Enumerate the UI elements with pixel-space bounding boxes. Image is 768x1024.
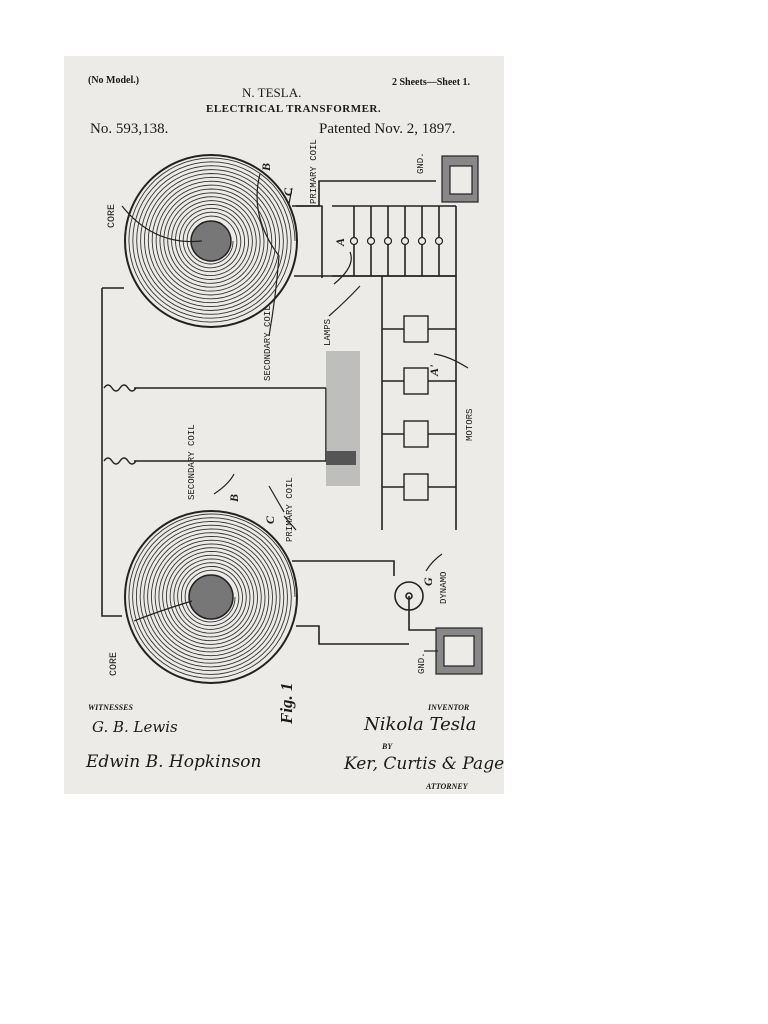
top-primary-return xyxy=(296,205,323,278)
by-caption: BY xyxy=(382,742,393,751)
label-b-top: B xyxy=(259,162,273,171)
leader-lines xyxy=(121,173,469,652)
label-c-bottom: C xyxy=(263,515,277,524)
patent-date: Patented Nov. 2, 1897. xyxy=(319,121,456,137)
ground-top xyxy=(441,155,479,203)
label-a-motors: A' xyxy=(427,364,441,376)
dynamo xyxy=(394,581,424,611)
label-b-bottom: B xyxy=(227,493,241,502)
label-core-bottom: CORE xyxy=(109,651,120,676)
dynamo-shaft xyxy=(405,592,413,600)
transformer-diagram xyxy=(101,154,483,684)
attorney-signature: Ker, Curtis & Page. xyxy=(344,754,504,774)
bottom-primary-lead-lower xyxy=(296,625,409,645)
lamps xyxy=(349,236,444,246)
patent-title: ELECTRICAL TRANSFORMER. xyxy=(206,103,382,115)
terminal-ground xyxy=(326,351,360,486)
ground-bottom xyxy=(435,627,483,675)
witnesses-caption: WITNESSES xyxy=(88,703,133,712)
witness2-signature: Edwin B. Hopkinson xyxy=(86,752,262,772)
label-core-top: CORE xyxy=(107,203,118,228)
insulators xyxy=(103,384,137,465)
lamp-bank xyxy=(353,206,440,276)
inventor-heading: N. TESLA. xyxy=(242,85,302,100)
no-model-label: (No Model.) xyxy=(88,75,140,86)
label-primary-coil-top: PRIMARY COIL xyxy=(309,139,319,204)
bottom-primary-lead-upper xyxy=(292,560,395,576)
inventor-signature: Nikola Tesla xyxy=(364,714,477,735)
label-gnd-bottom: GND. xyxy=(417,652,427,674)
label-a-top: A xyxy=(333,237,347,246)
label-secondary-coil-top: SECONDARY COIL xyxy=(263,305,273,381)
label-c-top: C xyxy=(281,187,295,196)
secondary-return-wire xyxy=(101,288,122,617)
label-lamps: LAMPS xyxy=(323,318,333,346)
figure-label: Fig. 1 xyxy=(277,682,296,724)
inventor-caption: INVENTOR xyxy=(428,703,470,712)
label-secondary-coil-bottom: SECONDARY COIL xyxy=(187,424,197,500)
attorney-caption: ATTORNEY xyxy=(426,782,468,791)
motors xyxy=(403,315,429,501)
patent-sheet: (No Model.) 2 Sheets—Sheet 1. N. TESLA. … xyxy=(64,56,504,794)
label-gnd-top: GND. xyxy=(416,152,426,174)
patent-number: No. 593,138. xyxy=(90,121,169,137)
label-dynamo: DYNAMO xyxy=(439,571,449,604)
bottom-core xyxy=(188,574,234,620)
motor-bank xyxy=(382,328,456,488)
sheets-label: 2 Sheets—Sheet 1. xyxy=(392,77,471,88)
label-motors: MOTORS xyxy=(465,408,475,441)
label-primary-coil-bottom: PRIMARY COIL xyxy=(285,477,295,542)
witness1-signature: G. B. Lewis xyxy=(92,718,178,736)
label-g: G xyxy=(421,577,435,586)
dynamo-lead xyxy=(408,596,436,631)
